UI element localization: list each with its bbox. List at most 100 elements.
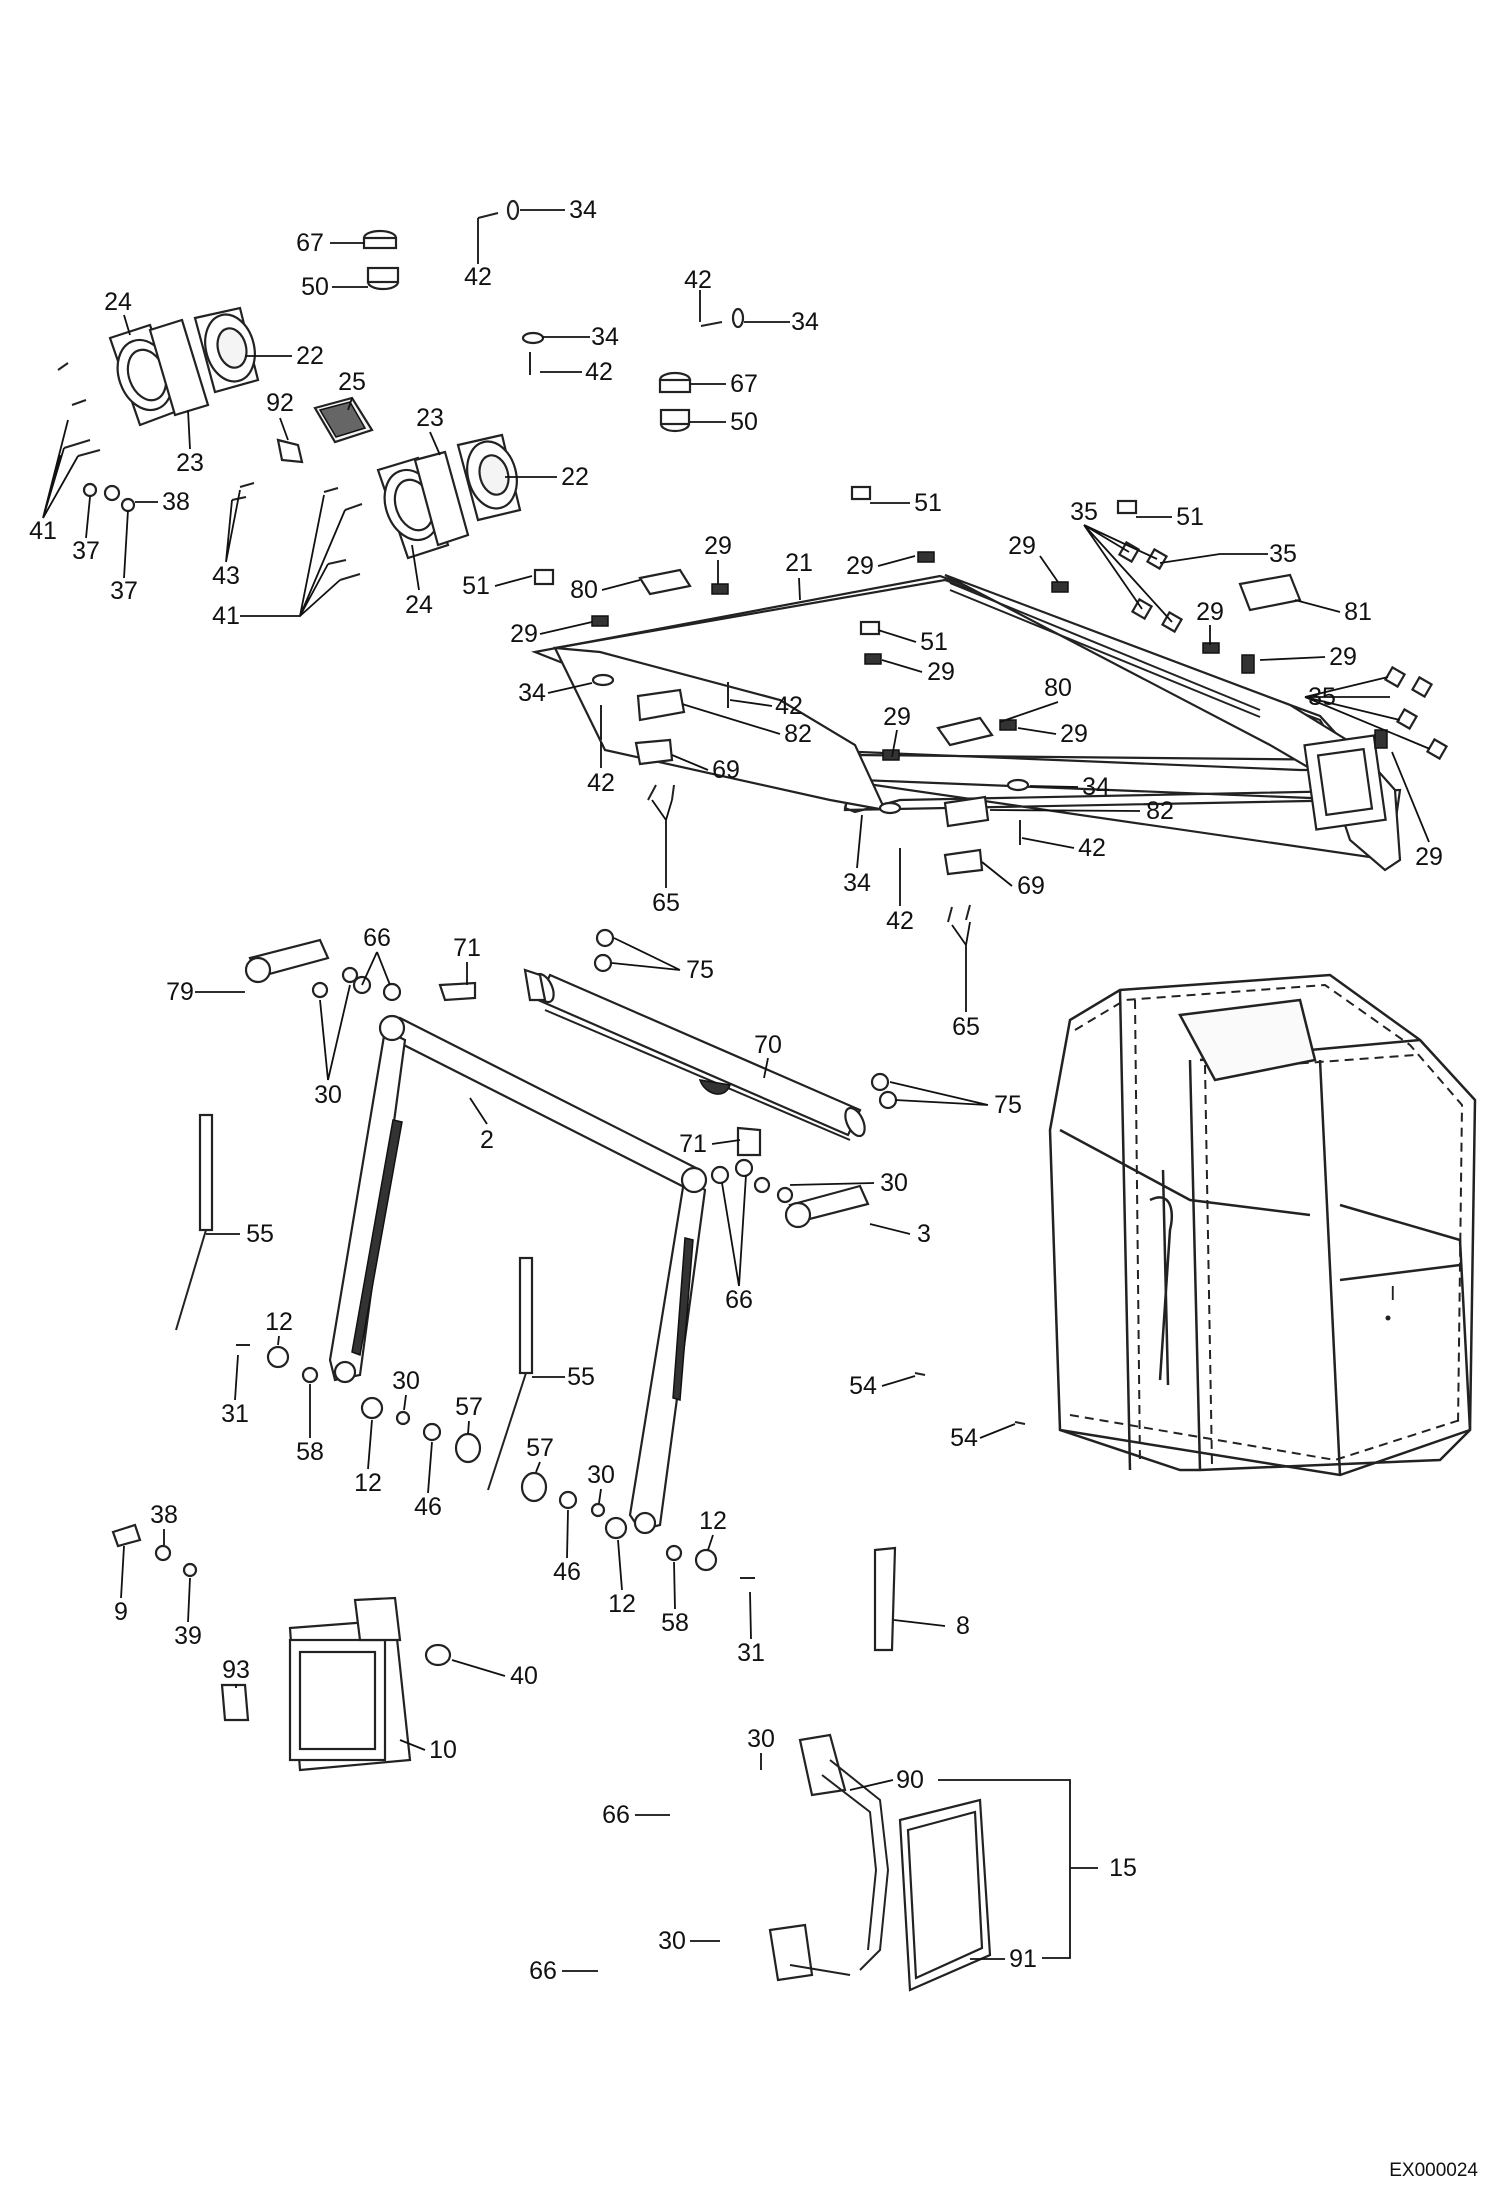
callout-21: 21 (785, 549, 813, 577)
speaker-left (108, 306, 260, 427)
callout-29: 29 (846, 552, 874, 580)
callout-90: 90 (896, 1766, 924, 1794)
callout-23: 23 (416, 404, 444, 432)
callout-80: 80 (1044, 674, 1072, 702)
callout-40: 40 (510, 1662, 538, 1690)
callout-8: 8 (956, 1612, 970, 1640)
callout-69: 69 (712, 756, 740, 784)
callout-42: 42 (585, 358, 613, 386)
callout-25: 25 (338, 368, 366, 396)
callout-3: 3 (917, 1220, 931, 1248)
callout-58: 58 (296, 1438, 324, 1466)
callout-35: 35 (1269, 540, 1297, 568)
callout-66: 66 (363, 924, 391, 952)
callout-66: 66 (529, 1957, 557, 1985)
callout-55: 55 (246, 1220, 274, 1248)
speaker-grille (313, 396, 374, 444)
callout-30: 30 (392, 1367, 420, 1395)
callout-34: 34 (1082, 773, 1110, 801)
leader-lines (42, 209, 1431, 1972)
callout-30: 30 (747, 1725, 775, 1753)
callout-38: 38 (162, 488, 190, 516)
callout-67: 67 (296, 229, 324, 257)
callout-75: 75 (994, 1091, 1022, 1119)
callout-12: 12 (699, 1507, 727, 1535)
callout-34: 34 (569, 196, 597, 224)
callout-80: 80 (570, 576, 598, 604)
callout-81: 81 (1344, 598, 1372, 626)
mirror-assembly (768, 1733, 992, 1992)
callout-23: 23 (176, 449, 204, 477)
callout-34: 34 (591, 323, 619, 351)
callout-12: 12 (265, 1308, 293, 1336)
callout-34: 34 (518, 679, 546, 707)
callout-54: 54 (849, 1372, 877, 1400)
callout-37: 37 (72, 537, 100, 565)
callout-57: 57 (455, 1393, 483, 1421)
callout-30: 30 (658, 1927, 686, 1955)
callout-29: 29 (883, 703, 911, 731)
callout-43: 43 (212, 562, 240, 590)
callout-51: 51 (1176, 503, 1204, 531)
hardware-parts (57, 199, 1449, 1652)
callout-42: 42 (464, 263, 492, 291)
callout-42: 42 (684, 266, 712, 294)
callout-50: 50 (301, 273, 329, 301)
callout-66: 66 (725, 1286, 753, 1314)
callout-46: 46 (414, 1493, 442, 1521)
callout-9: 9 (114, 1598, 128, 1626)
callout-35: 35 (1070, 498, 1098, 526)
callout-67: 67 (730, 370, 758, 398)
callout-24: 24 (405, 591, 433, 619)
document-code: EX000024 (1389, 2160, 1478, 2181)
callout-31: 31 (221, 1400, 249, 1428)
callout-35: 35 (1308, 683, 1336, 711)
callout-10: 10 (429, 1736, 457, 1764)
callout-92: 92 (266, 389, 294, 417)
callout-30: 30 (314, 1081, 342, 1109)
callout-39: 39 (174, 1622, 202, 1650)
callout-69: 69 (1017, 872, 1045, 900)
cab-frame: I (1048, 973, 1477, 1477)
callout-41: 41 (29, 517, 57, 545)
callout-51: 51 (462, 572, 490, 600)
speaker-right (376, 433, 522, 560)
callout-15: 15 (1109, 1854, 1137, 1882)
callout-65: 65 (952, 1013, 980, 1041)
callout-51: 51 (920, 628, 948, 656)
callout-57: 57 (526, 1434, 554, 1462)
roller-blind (523, 968, 866, 1141)
callout-42: 42 (775, 692, 803, 720)
callout-65: 65 (652, 889, 680, 917)
callout-41: 41 (212, 602, 240, 630)
callout-34: 34 (791, 308, 819, 336)
callout-29: 29 (1329, 643, 1357, 671)
callout-29: 29 (704, 532, 732, 560)
callout-75: 75 (686, 956, 714, 984)
callout-30: 30 (880, 1169, 908, 1197)
callout-93: 93 (222, 1656, 250, 1684)
callout-46: 46 (553, 1558, 581, 1586)
callout-51: 51 (914, 489, 942, 517)
callout-50: 50 (730, 408, 758, 436)
callout-82: 82 (784, 720, 812, 748)
callout-71: 71 (679, 1130, 707, 1158)
callout-29: 29 (1196, 598, 1224, 626)
callout-34: 34 (843, 869, 871, 897)
callout-66: 66 (602, 1801, 630, 1829)
work-lamp (220, 1596, 452, 1772)
callout-24: 24 (104, 288, 132, 316)
callout-38: 38 (150, 1501, 178, 1529)
callout-29: 29 (1060, 720, 1088, 748)
callout-22: 22 (561, 463, 589, 491)
callout-2: 2 (480, 1126, 494, 1154)
callout-71: 71 (453, 934, 481, 962)
callout-70: 70 (754, 1031, 782, 1059)
callout-12: 12 (608, 1590, 636, 1618)
callout-30: 30 (587, 1461, 615, 1489)
callout-29: 29 (1008, 532, 1036, 560)
callout-91: 91 (1009, 1945, 1037, 1973)
callout-42: 42 (886, 907, 914, 935)
